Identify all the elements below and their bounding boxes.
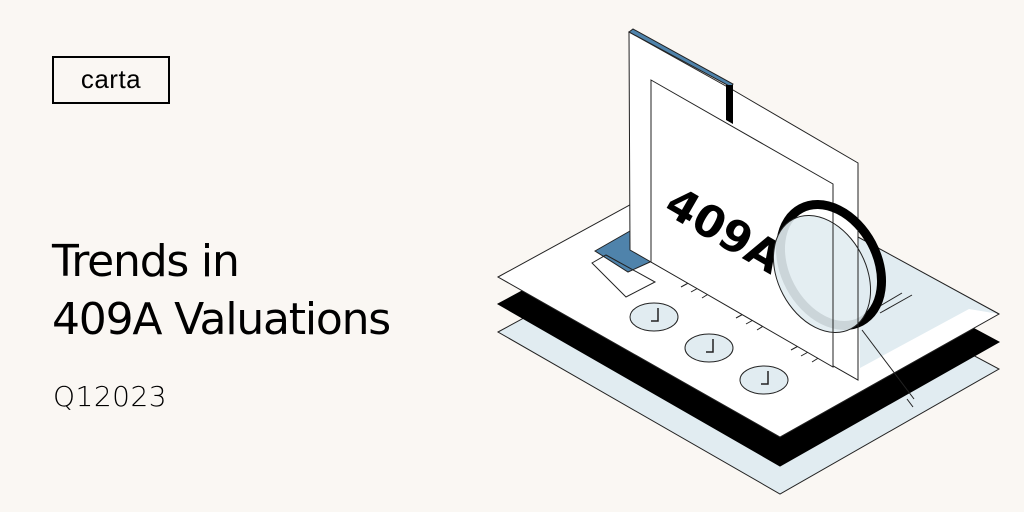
top-sheet-shaded-area bbox=[858, 237, 999, 368]
quarter-subtitle: Q12023 bbox=[53, 380, 168, 413]
magnifier-icon bbox=[772, 200, 915, 400]
clock-icon bbox=[629, 302, 679, 332]
carta-logo: carta bbox=[52, 56, 170, 104]
title-line-1: Trends in bbox=[52, 236, 240, 287]
logo-text: carta bbox=[80, 63, 142, 94]
outline-box bbox=[591, 254, 657, 298]
clock-icon bbox=[684, 333, 734, 363]
back-panel-blue-edge bbox=[628, 28, 734, 88]
panel-thickness-strip bbox=[726, 85, 733, 124]
title-line-2: 409A Valuations bbox=[52, 294, 391, 345]
page-title: Trends in 409A Valuations bbox=[52, 233, 391, 349]
clock-icon bbox=[739, 365, 789, 395]
